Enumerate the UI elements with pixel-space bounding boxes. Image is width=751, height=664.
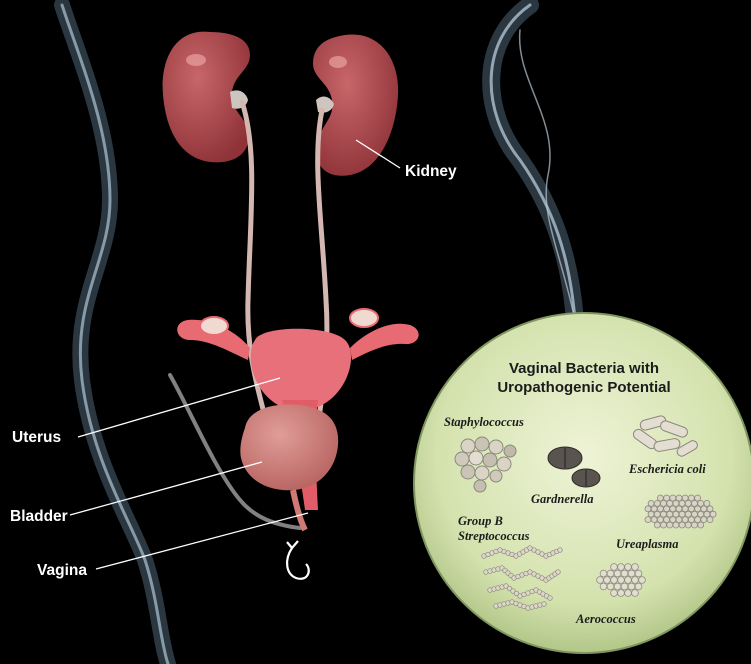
bacteria-inset: Vaginal Bacteria with Uropathogenic Pote…: [414, 313, 751, 653]
bacteria-label-aerococcus: Aerococcus: [575, 612, 636, 626]
bacteria-label-escherichia: Eschericia coli: [628, 462, 706, 476]
bacteria-label-group-b-line2: Streptococcus: [458, 529, 530, 543]
inset-title-line2: Uropathogenic Potential: [497, 379, 670, 396]
bacteria-label-ureaplasma: Ureaplasma: [616, 537, 679, 551]
bacteria-label-staphylococcus: Staphylococcus: [444, 415, 524, 429]
bacteria-label-gardnerella: Gardnerella: [531, 492, 594, 506]
label-kidney: Kidney: [405, 163, 457, 180]
label-uterus: Uterus: [12, 429, 61, 446]
bacteria-label-group-b-line1: Group B: [458, 514, 503, 528]
inset-title-line1: Vaginal Bacteria with: [509, 360, 659, 377]
label-vagina: Vagina: [37, 562, 87, 579]
label-bladder: Bladder: [10, 508, 68, 525]
